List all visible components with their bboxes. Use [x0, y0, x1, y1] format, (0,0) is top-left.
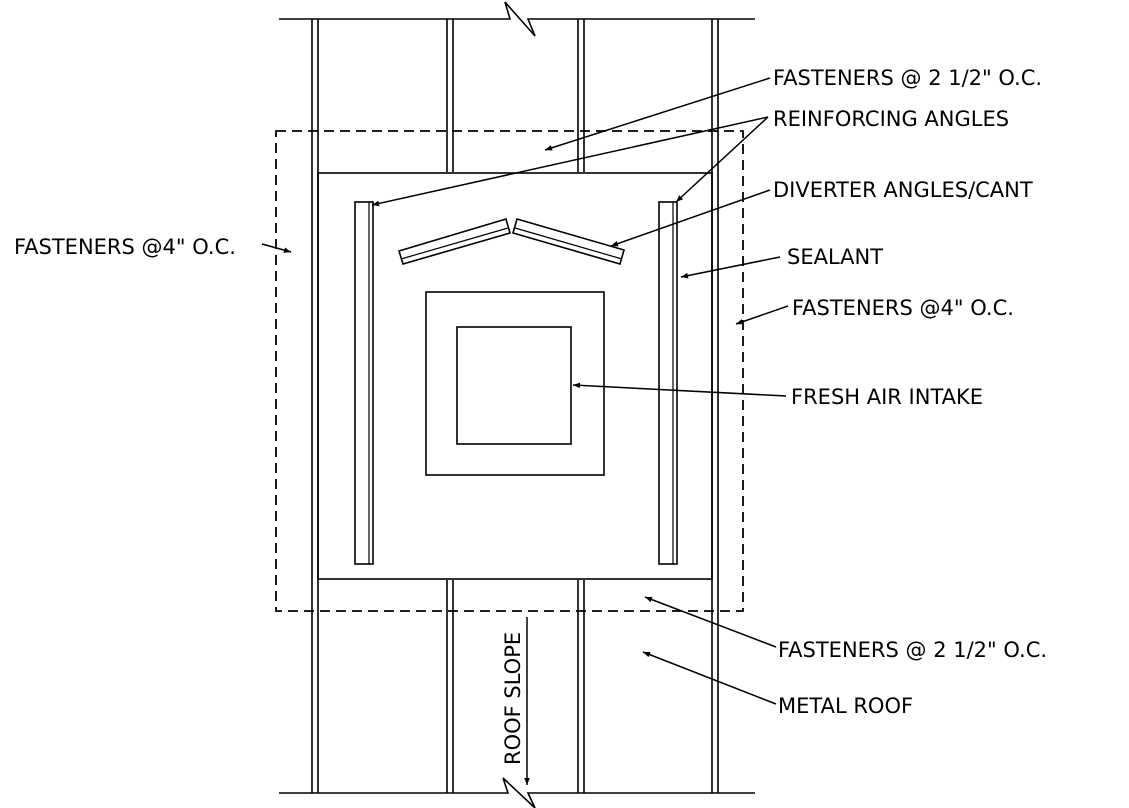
label-fasteners-top: FASTENERS @ 2 1/2" O.C. — [773, 66, 1042, 90]
diverter-angle-left — [397, 218, 511, 265]
diverter-angle-right — [512, 218, 625, 265]
top-break-line — [279, 1, 755, 37]
reinforcing-angle-left — [354, 201, 374, 565]
label-metal-roof: METAL ROOF — [778, 694, 913, 718]
leader-lines — [261, 77, 789, 785]
labels: FASTENERS @ 2 1/2" O.C. REINFORCING ANGL… — [14, 66, 1047, 765]
label-fasteners-bottom: FASTENERS @ 2 1/2" O.C. — [778, 638, 1047, 662]
roof-ribs — [311, 19, 719, 793]
label-fasteners-right: FASTENERS @4" O.C. — [792, 296, 1014, 320]
label-reinforcing-angles: REINFORCING ANGLES — [773, 107, 1009, 131]
label-fresh-air: FRESH AIR INTAKE — [791, 385, 983, 409]
bottom-break-line — [279, 777, 755, 808]
reinforcing-angle-right — [658, 201, 678, 565]
label-sealant: SEALANT — [787, 245, 883, 269]
label-diverter: DIVERTER ANGLES/CANT — [773, 178, 1033, 202]
label-roof-slope: ROOF SLOPE — [501, 632, 525, 765]
fastener-boundary-dashed — [275, 130, 744, 612]
label-fasteners-left: FASTENERS @4" O.C. — [14, 235, 236, 259]
intake-opening — [456, 326, 572, 445]
intake-curb-outer — [425, 291, 605, 476]
